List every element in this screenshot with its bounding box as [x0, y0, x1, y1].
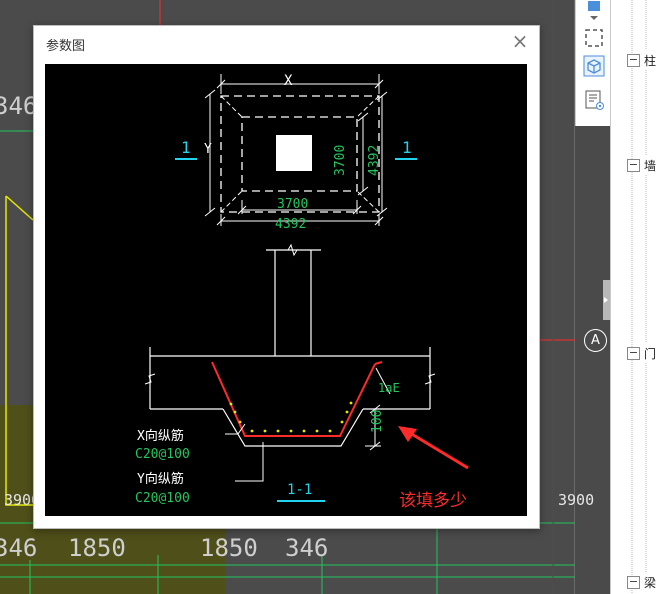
cube-icon	[588, 1, 600, 11]
dim-inner-vertical: 3700	[333, 144, 348, 176]
foundation-diagram	[144, 74, 469, 502]
axis-bubble-a[interactable]: A	[584, 329, 607, 352]
parameter-diagram-canvas: X Y 3700 4392 3700 4392 1 1 1aE 100 X向纵筋…	[45, 64, 527, 516]
collapse-icon[interactable]: −	[627, 53, 640, 67]
component-tree-panel: − 柱 − 墙 − 门 − 梁	[610, 0, 660, 594]
section-title: 1-1	[287, 482, 313, 498]
tree-item-door[interactable]: − 门	[611, 343, 660, 364]
cube-view-button[interactable]	[581, 0, 607, 18]
tree-item-label: 墙	[644, 159, 657, 173]
dim-label-346-top: 346	[0, 92, 38, 120]
view-toolbar	[575, 0, 612, 126]
dim-label-346-bottom-right: 346	[285, 534, 329, 562]
chevron-right-icon	[604, 297, 608, 303]
y-rebar-value: C20@100	[135, 491, 190, 506]
tree-item-label: 柱	[644, 54, 657, 68]
section-mark-right: 1	[402, 138, 412, 157]
dim-label-1850-right: 1850	[200, 534, 258, 562]
tree-item-column[interactable]: − 柱	[611, 50, 660, 71]
panel-collapse-handle[interactable]	[603, 280, 610, 320]
tree-item-label: 梁	[644, 576, 657, 590]
section-mark-left: 1	[181, 138, 191, 157]
x-rebar-value: C20@100	[135, 447, 190, 462]
properties-view-button[interactable]	[581, 88, 607, 112]
close-icon[interactable]: ×	[511, 29, 529, 53]
collapse-icon[interactable]: −	[627, 158, 640, 172]
axis-bubble-label: A	[591, 333, 600, 348]
y-rebar-label: Y向纵筋	[137, 472, 184, 487]
dim-label-1850-left: 1850	[68, 534, 126, 562]
x-rebar-label: X向纵筋	[137, 429, 184, 444]
dialog-title: 参数图	[46, 39, 86, 54]
collapse-icon[interactable]: −	[627, 346, 640, 360]
dashed-frame-icon	[585, 29, 603, 47]
dim-label-3900-right: 3900	[558, 491, 595, 509]
3d-box-icon	[583, 55, 605, 77]
dim-label-3900-left: 3900	[4, 491, 41, 509]
dim-outer-horizontal: 4392	[275, 217, 307, 232]
question-annotation: 该填多少	[399, 491, 467, 511]
dim-outer-vertical: 4392	[367, 144, 382, 176]
tree-item-label: 门	[644, 347, 657, 361]
tree-item-beam[interactable]: − 梁	[611, 572, 660, 593]
tree-item-wall[interactable]: − 墙	[611, 155, 660, 176]
collapse-icon[interactable]: −	[627, 575, 640, 589]
dim-label-346-bottom-left: 346	[0, 534, 38, 562]
plan-y-label: Y	[204, 142, 212, 157]
plan-x-label: X	[284, 73, 293, 89]
chevron-down-icon	[590, 16, 598, 20]
cover-depth-label: 100	[370, 409, 385, 433]
document-view-icon	[585, 90, 604, 110]
3d-view-button[interactable]	[581, 54, 607, 78]
tree-lines	[631, 0, 647, 594]
lae-label: 1aE	[378, 381, 400, 395]
parameter-diagram-dialog: 参数图 ×	[33, 25, 540, 529]
select-region-button[interactable]	[581, 26, 607, 50]
dim-inner-horizontal: 3700	[277, 197, 309, 212]
view-dropdown-button[interactable]	[581, 10, 607, 26]
